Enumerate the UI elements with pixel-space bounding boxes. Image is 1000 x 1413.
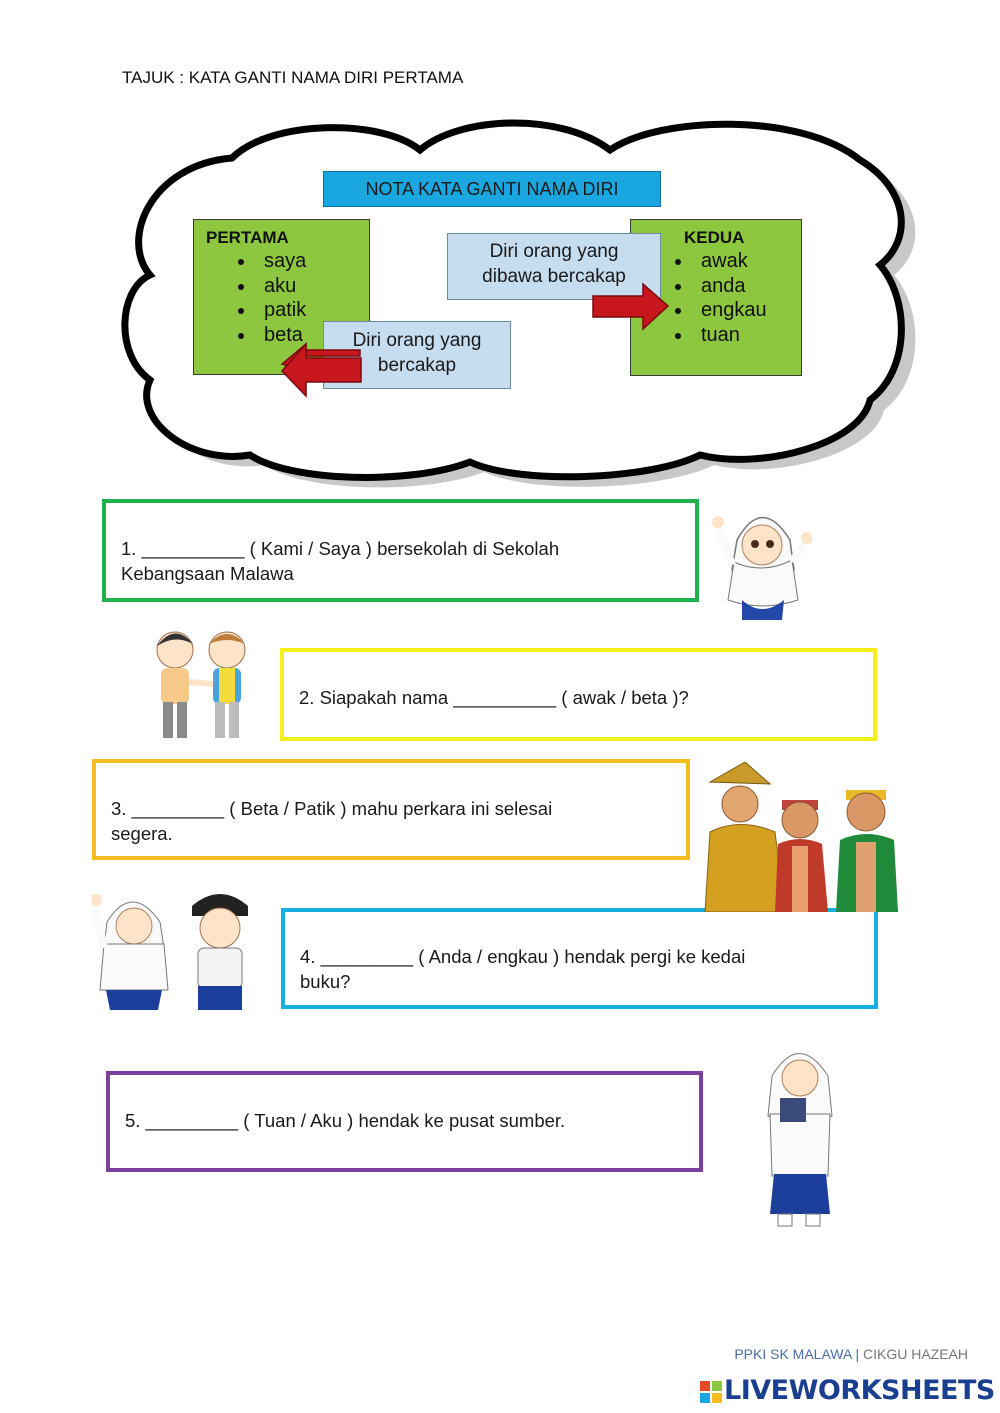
girl-waving-illustration — [712, 516, 812, 620]
question-3: 3. _________ ( Beta / Patik ) mahu perka… — [92, 759, 690, 860]
kedua-list: awak anda engkau tuan — [671, 249, 767, 347]
callout-kedua: Diri orang yang dibawa bercakap — [447, 233, 661, 300]
footer-school: PPKI SK MALAWA — [734, 1346, 852, 1362]
callout-line: bercakap — [377, 355, 457, 376]
arrows-layer — [280, 282, 670, 398]
question-text: segera. — [111, 823, 173, 844]
royal-and-men-illustration — [704, 762, 898, 912]
girl-with-book-illustration — [767, 1053, 833, 1227]
question-text: 5. _________ ( Tuan / Aku ) hendak ke pu… — [125, 1110, 566, 1131]
list-item: patik — [234, 298, 306, 323]
callout-line: Diri orang yang — [489, 241, 619, 262]
girl-and-boy-illustration — [92, 894, 248, 1010]
arrow-left-icon — [280, 342, 362, 398]
footer-teacher: CIKGU HAZEAH — [862, 1346, 968, 1362]
pertama-list: saya aku patik beta — [234, 249, 306, 347]
question-text: 3. _________ ( Beta / Patik ) mahu perka… — [111, 798, 553, 819]
list-item: awak — [671, 249, 767, 274]
question-text: buku? — [300, 971, 351, 992]
liveworksheets-logo: LIVEWORKSHEETS — [700, 1375, 995, 1407]
pertama-title: PERTAMA — [206, 228, 289, 247]
arrow-right-icon — [592, 282, 670, 331]
kedua-title: KEDUA — [684, 228, 745, 247]
footer-separator: | — [855, 1346, 860, 1362]
question-text: 4. _________ ( Anda / engkau ) hendak pe… — [300, 946, 746, 967]
callout-line: Diri orang yang — [352, 330, 482, 351]
liveworksheets-grid-icon — [700, 1381, 722, 1403]
question-text: 2. Siapakah nama __________ ( awak / bet… — [299, 687, 689, 708]
footer-credit: PPKI SK MALAWA | CIKGU HAZEAH — [734, 1346, 968, 1362]
note-header: NOTA KATA GANTI NAMA DIRI — [323, 171, 661, 207]
cloud-outline — [121, 119, 905, 481]
list-item: beta — [234, 323, 306, 348]
list-item: saya — [234, 249, 306, 274]
list-item: anda — [671, 274, 767, 299]
list-item: engkau — [671, 298, 767, 323]
page-title: TAJUK : KATA GANTI NAMA DIRI PERTAMA — [122, 68, 464, 87]
list-item: aku — [234, 274, 306, 299]
question-2: 2. Siapakah nama __________ ( awak / bet… — [280, 648, 877, 741]
callout-line: dibawa bercakap — [482, 266, 626, 287]
question-text: Kebangsaan Malawa — [121, 563, 294, 584]
boys-handshake-illustration — [156, 631, 246, 738]
question-5: 5. _________ ( Tuan / Aku ) hendak ke pu… — [106, 1071, 703, 1172]
list-item: tuan — [671, 323, 767, 348]
liveworksheets-brand: LIVEWORKSHEETS — [724, 1375, 995, 1406]
question-text: 1. __________ ( Kami / Saya ) bersekolah… — [121, 538, 560, 559]
question-4: 4. _________ ( Anda / engkau ) hendak pe… — [281, 908, 878, 1009]
question-1: 1. __________ ( Kami / Saya ) bersekolah… — [102, 499, 699, 602]
